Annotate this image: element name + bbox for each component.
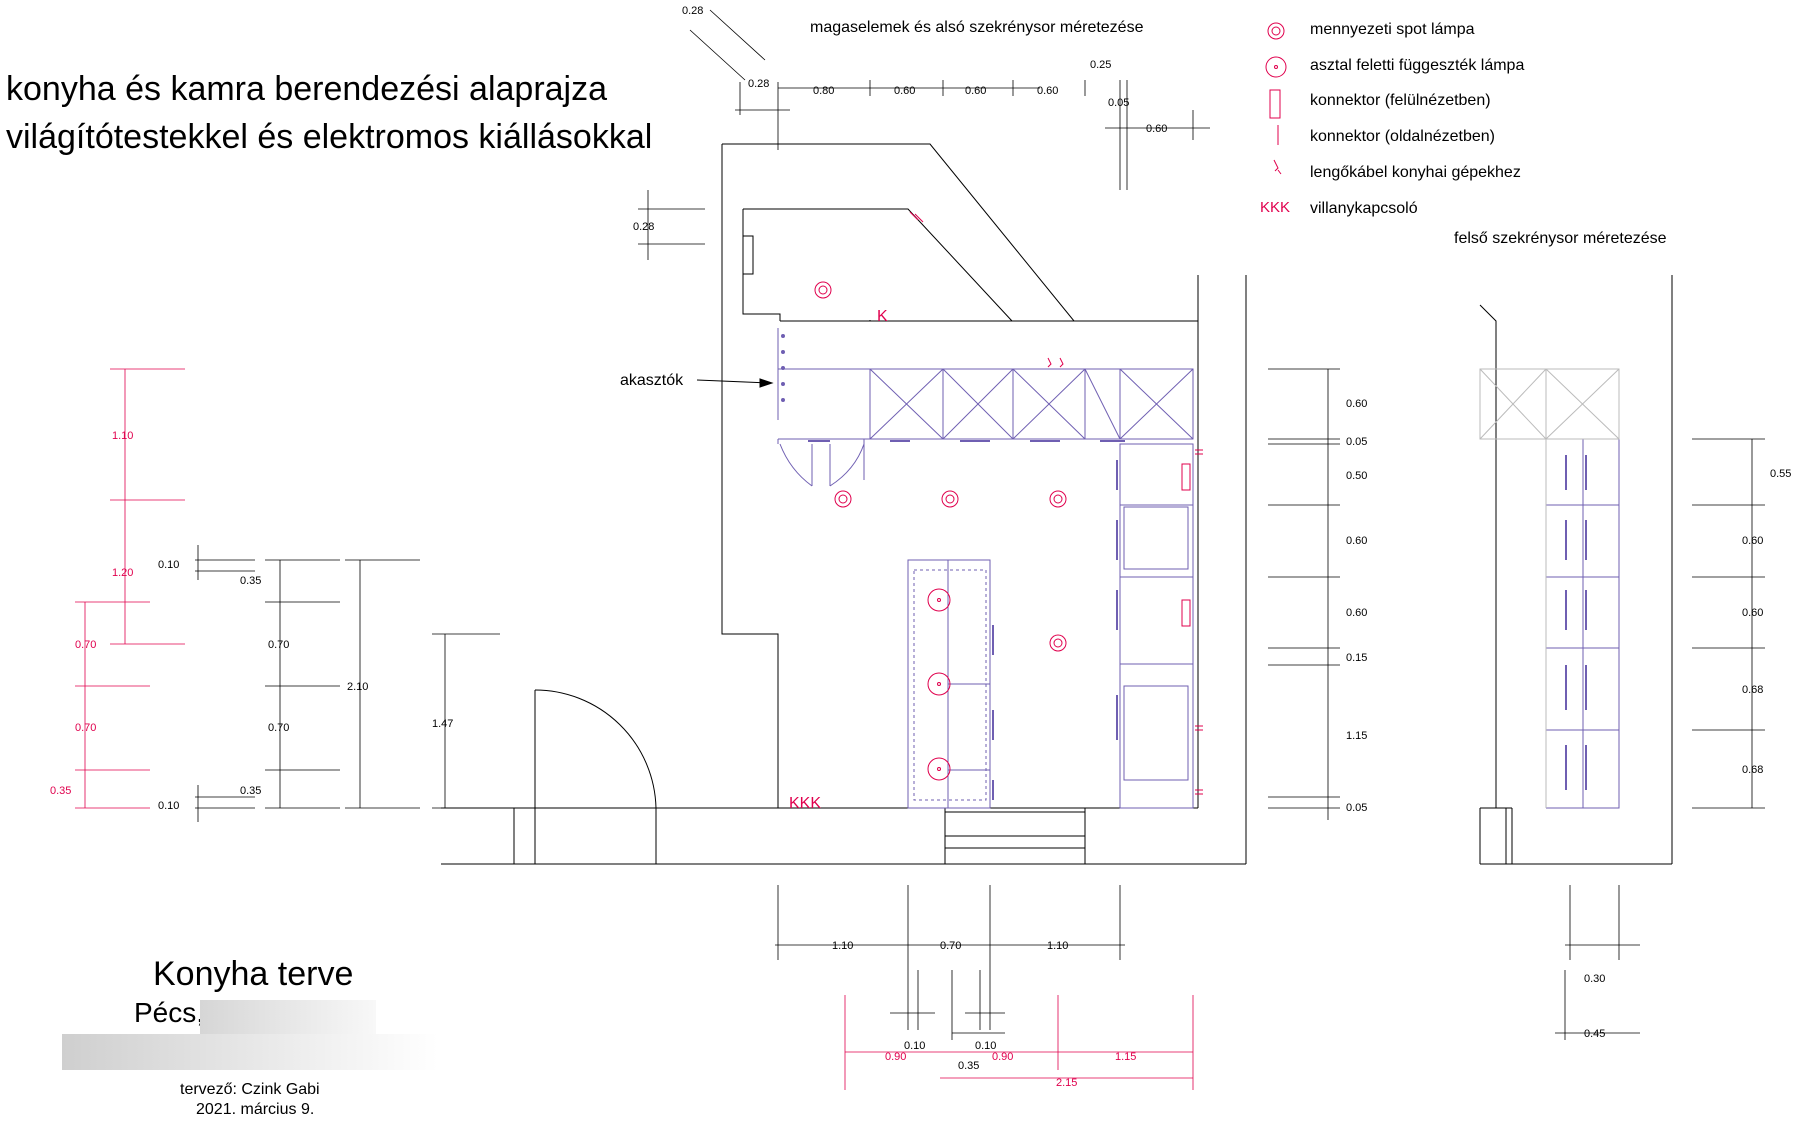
dim-lb-1: 0.35 xyxy=(240,575,261,587)
legend-label-2: konnektor (felülnézetben) xyxy=(1310,92,1491,109)
red-dimension-labels: 1.10 1.20 0.70 0.70 0.35 0.90 0.90 1.15 … xyxy=(50,430,1136,1089)
dim-lb-7: 1.47 xyxy=(432,718,453,730)
dim-lr-3: 0.70 xyxy=(75,722,96,734)
hooks xyxy=(781,334,785,402)
dim-b-0: 1.10 xyxy=(832,940,853,952)
dim-ur-2: 0.60 xyxy=(1742,607,1763,619)
drawing-title-line-2: világítótestekkel és elektromos kiálláso… xyxy=(6,118,653,156)
dim-br-0: 0.90 xyxy=(885,1051,906,1063)
dim-lr-0: 1.10 xyxy=(112,430,133,442)
dim-lb-3: 0.70 xyxy=(268,722,289,734)
dim-br-1: 0.90 xyxy=(992,1051,1013,1063)
pantry-upper-cabinets xyxy=(1479,368,1620,808)
redacted-date-box xyxy=(200,1000,376,1036)
hooks-label: akasztók xyxy=(620,372,684,389)
section-label-tall-lower: magaselemek és alsó szekrénysor méretezé… xyxy=(810,19,1144,36)
switch-k: K xyxy=(877,308,888,325)
legend-label-3: konnektor (oldalnézetben) xyxy=(1310,128,1495,145)
dim-ub-0: 0.30 xyxy=(1584,973,1605,985)
dim-top-5: 0.60 xyxy=(1037,85,1058,97)
dim-top-4: 0.60 xyxy=(965,85,986,97)
dim-lr-1: 1.20 xyxy=(112,567,133,579)
dim-r-5: 0.15 xyxy=(1346,652,1367,664)
plan-title: Konyha terve xyxy=(153,955,354,993)
dim-top-6: 0.25 xyxy=(1090,59,1111,71)
dim-ur-0: 0.55 xyxy=(1770,468,1791,480)
dim-ur-1: 0.60 xyxy=(1742,535,1763,547)
dim-r-1: 0.05 xyxy=(1346,436,1367,448)
dim-ur-3: 0.68 xyxy=(1742,684,1763,696)
entry-door xyxy=(534,689,657,809)
dim-top-9: 0.28 xyxy=(633,221,654,233)
dim-r-6: 1.15 xyxy=(1346,730,1367,742)
dim-lr-2: 0.70 xyxy=(75,639,96,651)
dim-ur-4: 0.68 xyxy=(1742,764,1763,776)
dim-top-8: 0.60 xyxy=(1146,123,1167,135)
pendant-lamp-icon xyxy=(1265,56,1287,78)
dim-lb-2: 0.70 xyxy=(268,639,289,651)
dim-br-3: 2.15 xyxy=(1056,1077,1077,1089)
dim-b-3: 0.10 xyxy=(904,1040,925,1052)
connectors xyxy=(909,211,1203,795)
ceiling-spot-icon xyxy=(1267,22,1285,40)
legend-label-4: lengőkábel konyhai gépekhez xyxy=(1310,164,1521,181)
switch-kkk: KKK xyxy=(789,795,821,812)
dim-r-7: 0.05 xyxy=(1346,802,1367,814)
red-dimension-lines xyxy=(75,368,1194,1090)
dim-r-3: 0.60 xyxy=(1346,535,1367,547)
dim-top-3: 0.60 xyxy=(894,85,915,97)
ceiling-spots xyxy=(814,281,1067,652)
legend: KKK mennyezeti spot lámpa asztal feletti… xyxy=(1260,21,1524,217)
dim-ub-1: 0.45 xyxy=(1584,1028,1605,1040)
dim-top-2: 0.80 xyxy=(813,85,834,97)
legend-label-0: mennyezeti spot lámpa xyxy=(1310,21,1475,38)
dim-r-2: 0.50 xyxy=(1346,470,1367,482)
walls xyxy=(441,143,1673,865)
drawing-title-line-1: konyha és kamra berendezési alaprajza xyxy=(6,70,608,108)
dim-r-4: 0.60 xyxy=(1346,607,1367,619)
dim-b-4: 0.10 xyxy=(975,1040,996,1052)
dim-lr-4: 0.35 xyxy=(50,785,71,797)
dim-br-2: 1.15 xyxy=(1115,1051,1136,1063)
dim-lb-6: 2.10 xyxy=(347,681,368,693)
dimension-lines xyxy=(195,9,1765,1040)
dim-b-1: 0.70 xyxy=(940,940,961,952)
hooks-arrow xyxy=(696,378,774,388)
section-label-upper: felső szekrénysor méretezése xyxy=(1454,230,1667,247)
dim-top-1: 0.28 xyxy=(748,78,769,90)
dim-top-7: 0.05 xyxy=(1108,97,1129,109)
dim-b-2: 1.10 xyxy=(1047,940,1068,952)
dim-r-0: 0.60 xyxy=(1346,398,1367,410)
dim-b-5: 0.35 xyxy=(958,1060,979,1072)
pendant-lamps xyxy=(927,588,951,781)
dimension-labels: 0.28 0.28 0.80 0.60 0.60 0.60 0.25 0.05 … xyxy=(158,5,1791,1072)
dim-lb-4: 0.35 xyxy=(240,785,261,797)
designer-label: tervező: Czink Gabi xyxy=(180,1081,320,1098)
dim-lb-5: 0.10 xyxy=(158,800,179,812)
connector-top-icon xyxy=(1269,89,1281,119)
pantry-door xyxy=(779,443,865,487)
dim-top-0: 0.28 xyxy=(682,5,703,17)
place-label: Pécs, xyxy=(134,997,205,1028)
legend-label-5: villanykapcsoló xyxy=(1310,200,1418,217)
pendant-cable-icon xyxy=(1273,159,1282,175)
redacted-signature-box xyxy=(62,1034,438,1070)
legend-label-1: asztal feletti függeszték lámpa xyxy=(1310,57,1524,74)
dim-lb-0: 0.10 xyxy=(158,559,179,571)
date-label: 2021. március 9. xyxy=(196,1101,315,1118)
light-switch-icon: KKK xyxy=(1260,199,1290,216)
